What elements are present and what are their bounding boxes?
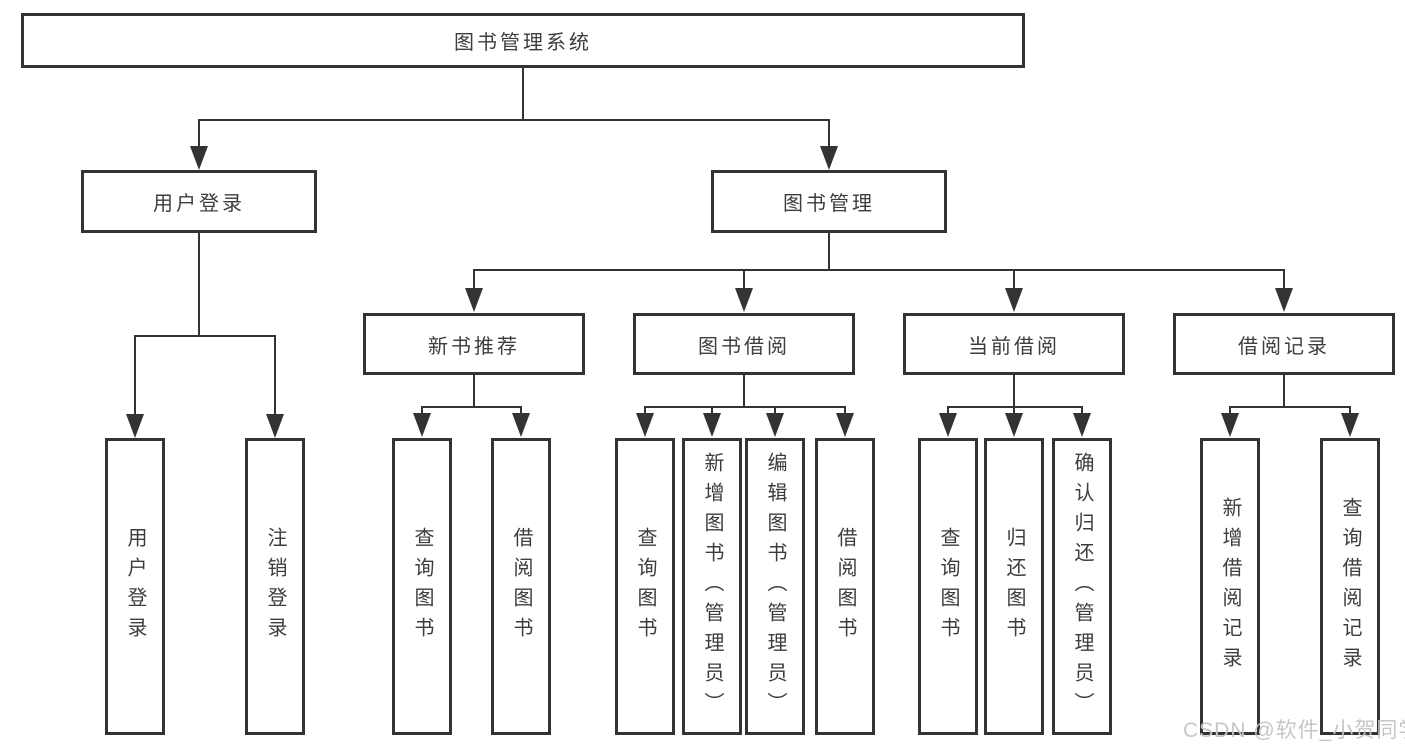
node-current-borrow: 当前借阅 [903, 313, 1125, 375]
leaf-label: 查询图书 [634, 526, 656, 647]
node-label: 图书借阅 [698, 335, 790, 358]
node-book-borrow: 图书借阅 [633, 313, 855, 375]
node-borrow-records: 借阅记录 [1173, 313, 1395, 375]
leaf-label: 借阅图书 [510, 526, 532, 647]
leaf-label: 新增图书（管理员） [701, 451, 723, 722]
leaf-label: 查询图书 [411, 526, 433, 647]
leaf-return-book: 归还图书 [984, 438, 1044, 735]
leaf-label: 借阅图书 [834, 526, 856, 647]
node-book-management: 图书管理 [711, 170, 947, 233]
leaf-label: 确认归还（管理员） [1071, 451, 1093, 722]
node-label: 图书管理系统 [454, 32, 592, 54]
leaf-confirm-return-admin: 确认归还（管理员） [1052, 438, 1112, 735]
leaf-label: 注销登录 [264, 526, 286, 647]
leaf-edit-book-admin: 编辑图书（管理员） [745, 438, 805, 735]
leaf-logout: 注销登录 [245, 438, 305, 735]
node-user-login: 用户登录 [81, 170, 317, 233]
leaf-user-login: 用户登录 [105, 438, 165, 735]
leaf-borrow-books: 借阅图书 [815, 438, 875, 735]
csdn-watermark: CSDN @软件_小贺同学 [1183, 719, 1405, 742]
node-library-management-system: 图书管理系统 [21, 13, 1025, 68]
leaf-query-borrow-record: 查询借阅记录 [1320, 438, 1380, 735]
node-label: 借阅记录 [1238, 335, 1330, 358]
node-label: 当前借阅 [968, 335, 1060, 358]
leaf-label: 用户登录 [124, 526, 146, 647]
leaf-borrow-books-recommend: 借阅图书 [491, 438, 551, 735]
leaf-label: 新增借阅记录 [1219, 496, 1241, 677]
leaf-label: 查询图书 [937, 526, 959, 647]
node-new-book-recommend: 新书推荐 [363, 313, 585, 375]
leaf-add-book-admin: 新增图书（管理员） [682, 438, 742, 735]
leaf-query-books-recommend: 查询图书 [392, 438, 452, 735]
leaf-label: 归还图书 [1003, 526, 1025, 647]
node-label: 新书推荐 [428, 335, 520, 358]
leaf-query-books-borrow: 查询图书 [615, 438, 675, 735]
leaf-label: 编辑图书（管理员） [764, 451, 786, 722]
leaf-add-borrow-record: 新增借阅记录 [1200, 438, 1260, 735]
node-label: 图书管理 [783, 193, 875, 215]
leaf-label: 查询借阅记录 [1339, 496, 1361, 677]
leaf-query-books-current: 查询图书 [918, 438, 978, 735]
node-label: 用户登录 [153, 193, 245, 215]
